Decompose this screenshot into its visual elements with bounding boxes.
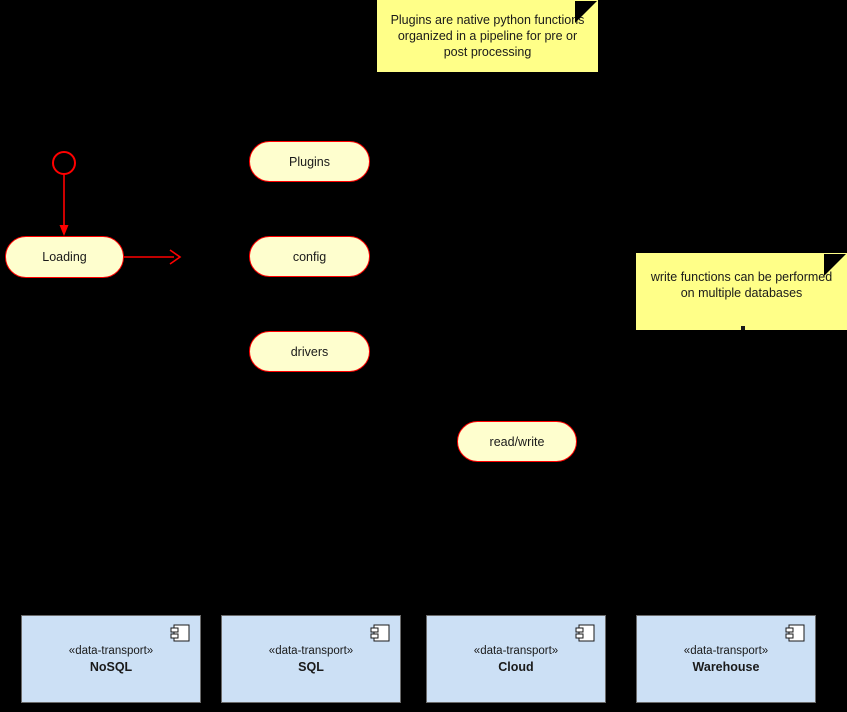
state-read-write[interactable]: read/write [457,421,577,462]
component-sql[interactable]: «data-transport» SQL [221,615,401,703]
component-nosql-stereotype: «data-transport» [68,644,154,657]
transition-start-to-loading [59,174,69,236]
state-plugins-label: Plugins [289,154,330,169]
component-nosql[interactable]: «data-transport» NoSQL [21,615,201,703]
component-cloud-name: Cloud [498,659,534,674]
note-connector-stub-icon [741,326,745,330]
note-fold-icon [575,1,597,23]
component-warehouse[interactable]: «data-transport» Warehouse [636,615,816,703]
state-drivers-label: drivers [290,344,329,359]
note-plugins-text: Plugins are native python functions orga… [390,13,585,59]
component-nosql-name: NoSQL [89,659,133,674]
note-write-functions-text: write functions can be performed on mult… [650,269,833,300]
state-loading-label: Loading [42,250,87,264]
transition-loading-outgoing [124,249,182,265]
component-warehouse-stereotype: «data-transport» [683,644,769,657]
state-plugins[interactable]: Plugins [249,141,370,182]
component-sql-stereotype: «data-transport» [268,644,354,657]
component-sql-name: SQL [298,659,324,674]
note-write-functions[interactable]: write functions can be performed on mult… [636,253,847,330]
state-loading[interactable]: Loading [5,236,124,278]
note-fold-icon [824,254,846,276]
note-corner-cut-icon [824,254,846,276]
uml-component-icon [170,624,190,642]
component-cloud-stereotype: «data-transport» [473,644,559,657]
note-corner-cut-icon [575,1,597,23]
note-plugins[interactable]: Plugins are native python functions orga… [377,0,598,72]
state-config-label: config [292,249,327,264]
state-drivers[interactable]: drivers [249,331,370,372]
uml-component-icon [575,624,595,642]
component-warehouse-name: Warehouse [692,659,760,674]
component-cloud[interactable]: «data-transport» Cloud [426,615,606,703]
uml-component-icon [785,624,805,642]
state-read-write-label: read/write [489,434,545,449]
state-config[interactable]: config [249,236,370,277]
uml-component-icon [370,624,390,642]
